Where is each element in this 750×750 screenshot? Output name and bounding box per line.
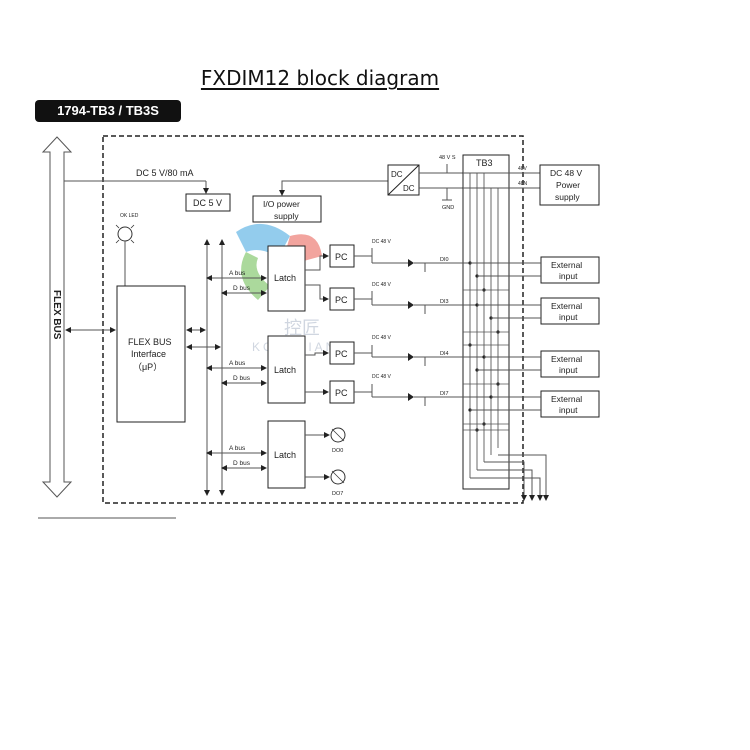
dcdc-bottom: DC [403, 184, 415, 193]
do0-label: DO0 [332, 448, 343, 454]
dc48v-small: DC 48 V [372, 239, 392, 245]
power-line1: DC 48 V [550, 168, 582, 178]
svg-text:External: External [551, 301, 582, 311]
external-input-1: External input [470, 256, 600, 284]
svg-text:External: External [551, 394, 582, 404]
flex-if-line1: FLEX BUS [128, 337, 172, 347]
flex-bus-interface [116, 285, 186, 423]
latch-1-dbus: D bus [233, 285, 251, 292]
power-line2: Power [556, 180, 580, 190]
io-power-line2: supply [274, 211, 299, 221]
tb3-label: TB3 [476, 158, 493, 168]
external-input-3: External input [477, 350, 600, 378]
gnd-label: GND [442, 205, 454, 211]
latch-1-label: Latch [274, 273, 296, 283]
model-tab: 1794-TB3 / TB3S [35, 100, 181, 122]
do7-label: DO7 [332, 491, 343, 497]
module-boundary [102, 135, 524, 504]
latch-1-abus: A bus [229, 270, 246, 277]
pc-label: PC [335, 252, 348, 262]
flex-if-line3: （μP） [133, 362, 162, 372]
di0-label: DI0 [440, 257, 449, 263]
pc-label: PC [335, 295, 348, 305]
di4-label: DI4 [440, 351, 449, 357]
latch-3-label: Latch [274, 450, 296, 460]
dc48v-small: DC 48 V [372, 374, 392, 380]
dc5v-label: DC 5 V [193, 198, 222, 208]
svg-text:input: input [559, 312, 578, 322]
latch-3-abus: A bus [229, 445, 246, 452]
ok-led: OK LED [115, 213, 139, 286]
p48v-label: 48V [518, 166, 528, 172]
ok-led-label: OK LED [120, 213, 139, 219]
external-input-2: External input [477, 297, 600, 325]
pc-channel-di3: PC DC 48 V DI3 [305, 282, 477, 314]
v48s-label: 48 V S [439, 155, 456, 161]
flex-bus-arrow: FLEX BUS [41, 136, 73, 498]
flex-if-line2: Interface [131, 349, 166, 359]
svg-text:External: External [551, 260, 582, 270]
dc48v-small: DC 48 V [372, 335, 392, 341]
pc-channel-di4: PC DC 48 V DI4 [305, 335, 484, 366]
latch-2-label: Latch [274, 365, 296, 375]
dcdc-top: DC [391, 170, 403, 179]
flex-bus-label: FLEX BUS [51, 290, 62, 340]
dc48v-small: DC 48 V [372, 282, 392, 288]
latch-2 [267, 335, 306, 404]
latch-3 [267, 420, 306, 489]
latch-2-dbus: D bus [233, 375, 251, 382]
pc-channel-di7: PC DC 48 V DI7 [305, 374, 491, 406]
dc-supply-label: DC 5 V/80 mA [136, 168, 194, 178]
io-power-line1: I/O power [263, 199, 300, 209]
do0-led: DO0 [305, 427, 346, 454]
diagram-title: FXDIM12 block diagram [200, 66, 440, 90]
pc-channel-di0: PC DC 48 V DI0 [305, 239, 470, 272]
power-line3: supply [555, 192, 580, 202]
external-input-4: External input [470, 390, 600, 418]
pc-label: PC [335, 388, 348, 398]
n48v-label: 48N [518, 181, 528, 187]
tb3-block [462, 154, 510, 490]
pc-label: PC [335, 349, 348, 359]
di3-label: DI3 [440, 299, 449, 305]
svg-text:External: External [551, 354, 582, 364]
power-supply-box [539, 164, 600, 206]
dc5v-box [185, 193, 231, 212]
svg-text:input: input [559, 405, 578, 415]
watermark-cn: 控匠 [284, 318, 320, 338]
di7-label: DI7 [440, 391, 449, 397]
latch-2-abus: A bus [229, 360, 246, 367]
latch-1 [267, 245, 306, 312]
latch-3-dbus: D bus [233, 460, 251, 467]
svg-text:input: input [559, 271, 578, 281]
svg-text:input: input [559, 365, 578, 375]
do7-led: DO7 [305, 469, 346, 497]
io-power-box [252, 195, 322, 223]
